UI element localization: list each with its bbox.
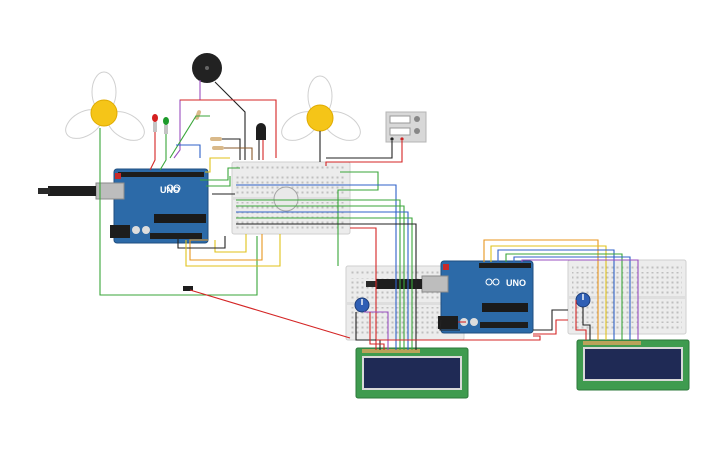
- potentiometer-left[interactable]: [354, 297, 370, 313]
- led-green[interactable]: [163, 117, 169, 134]
- resistor-3[interactable]: [212, 146, 224, 150]
- potentiometer-right[interactable]: [575, 292, 591, 308]
- arduino-second-logo-label: UNO: [506, 278, 526, 288]
- fan-motor-left[interactable]: [61, 71, 150, 146]
- arduino-uno-main[interactable]: UNO: [95, 168, 209, 244]
- lcd-display-right[interactable]: [576, 339, 690, 391]
- resistor-1[interactable]: [194, 110, 202, 121]
- wires: [99, 80, 639, 350]
- arduino-uno-second[interactable]: UNO: [421, 260, 534, 334]
- lcd-display-left[interactable]: [355, 347, 469, 399]
- temperature-sensor[interactable]: [256, 123, 266, 140]
- usb-cable-main: [38, 186, 96, 196]
- power-supply[interactable]: [385, 111, 427, 143]
- piezo-buzzer[interactable]: [192, 53, 222, 83]
- fan-motor-right[interactable]: [277, 75, 366, 146]
- arduino-main-logo-label: UNO: [160, 185, 180, 195]
- usb-cable-second: [366, 279, 422, 289]
- pir-sensor[interactable]: [273, 186, 299, 212]
- led-red[interactable]: [152, 114, 158, 132]
- slide-switch[interactable]: [183, 286, 193, 291]
- resistor-2[interactable]: [210, 137, 222, 141]
